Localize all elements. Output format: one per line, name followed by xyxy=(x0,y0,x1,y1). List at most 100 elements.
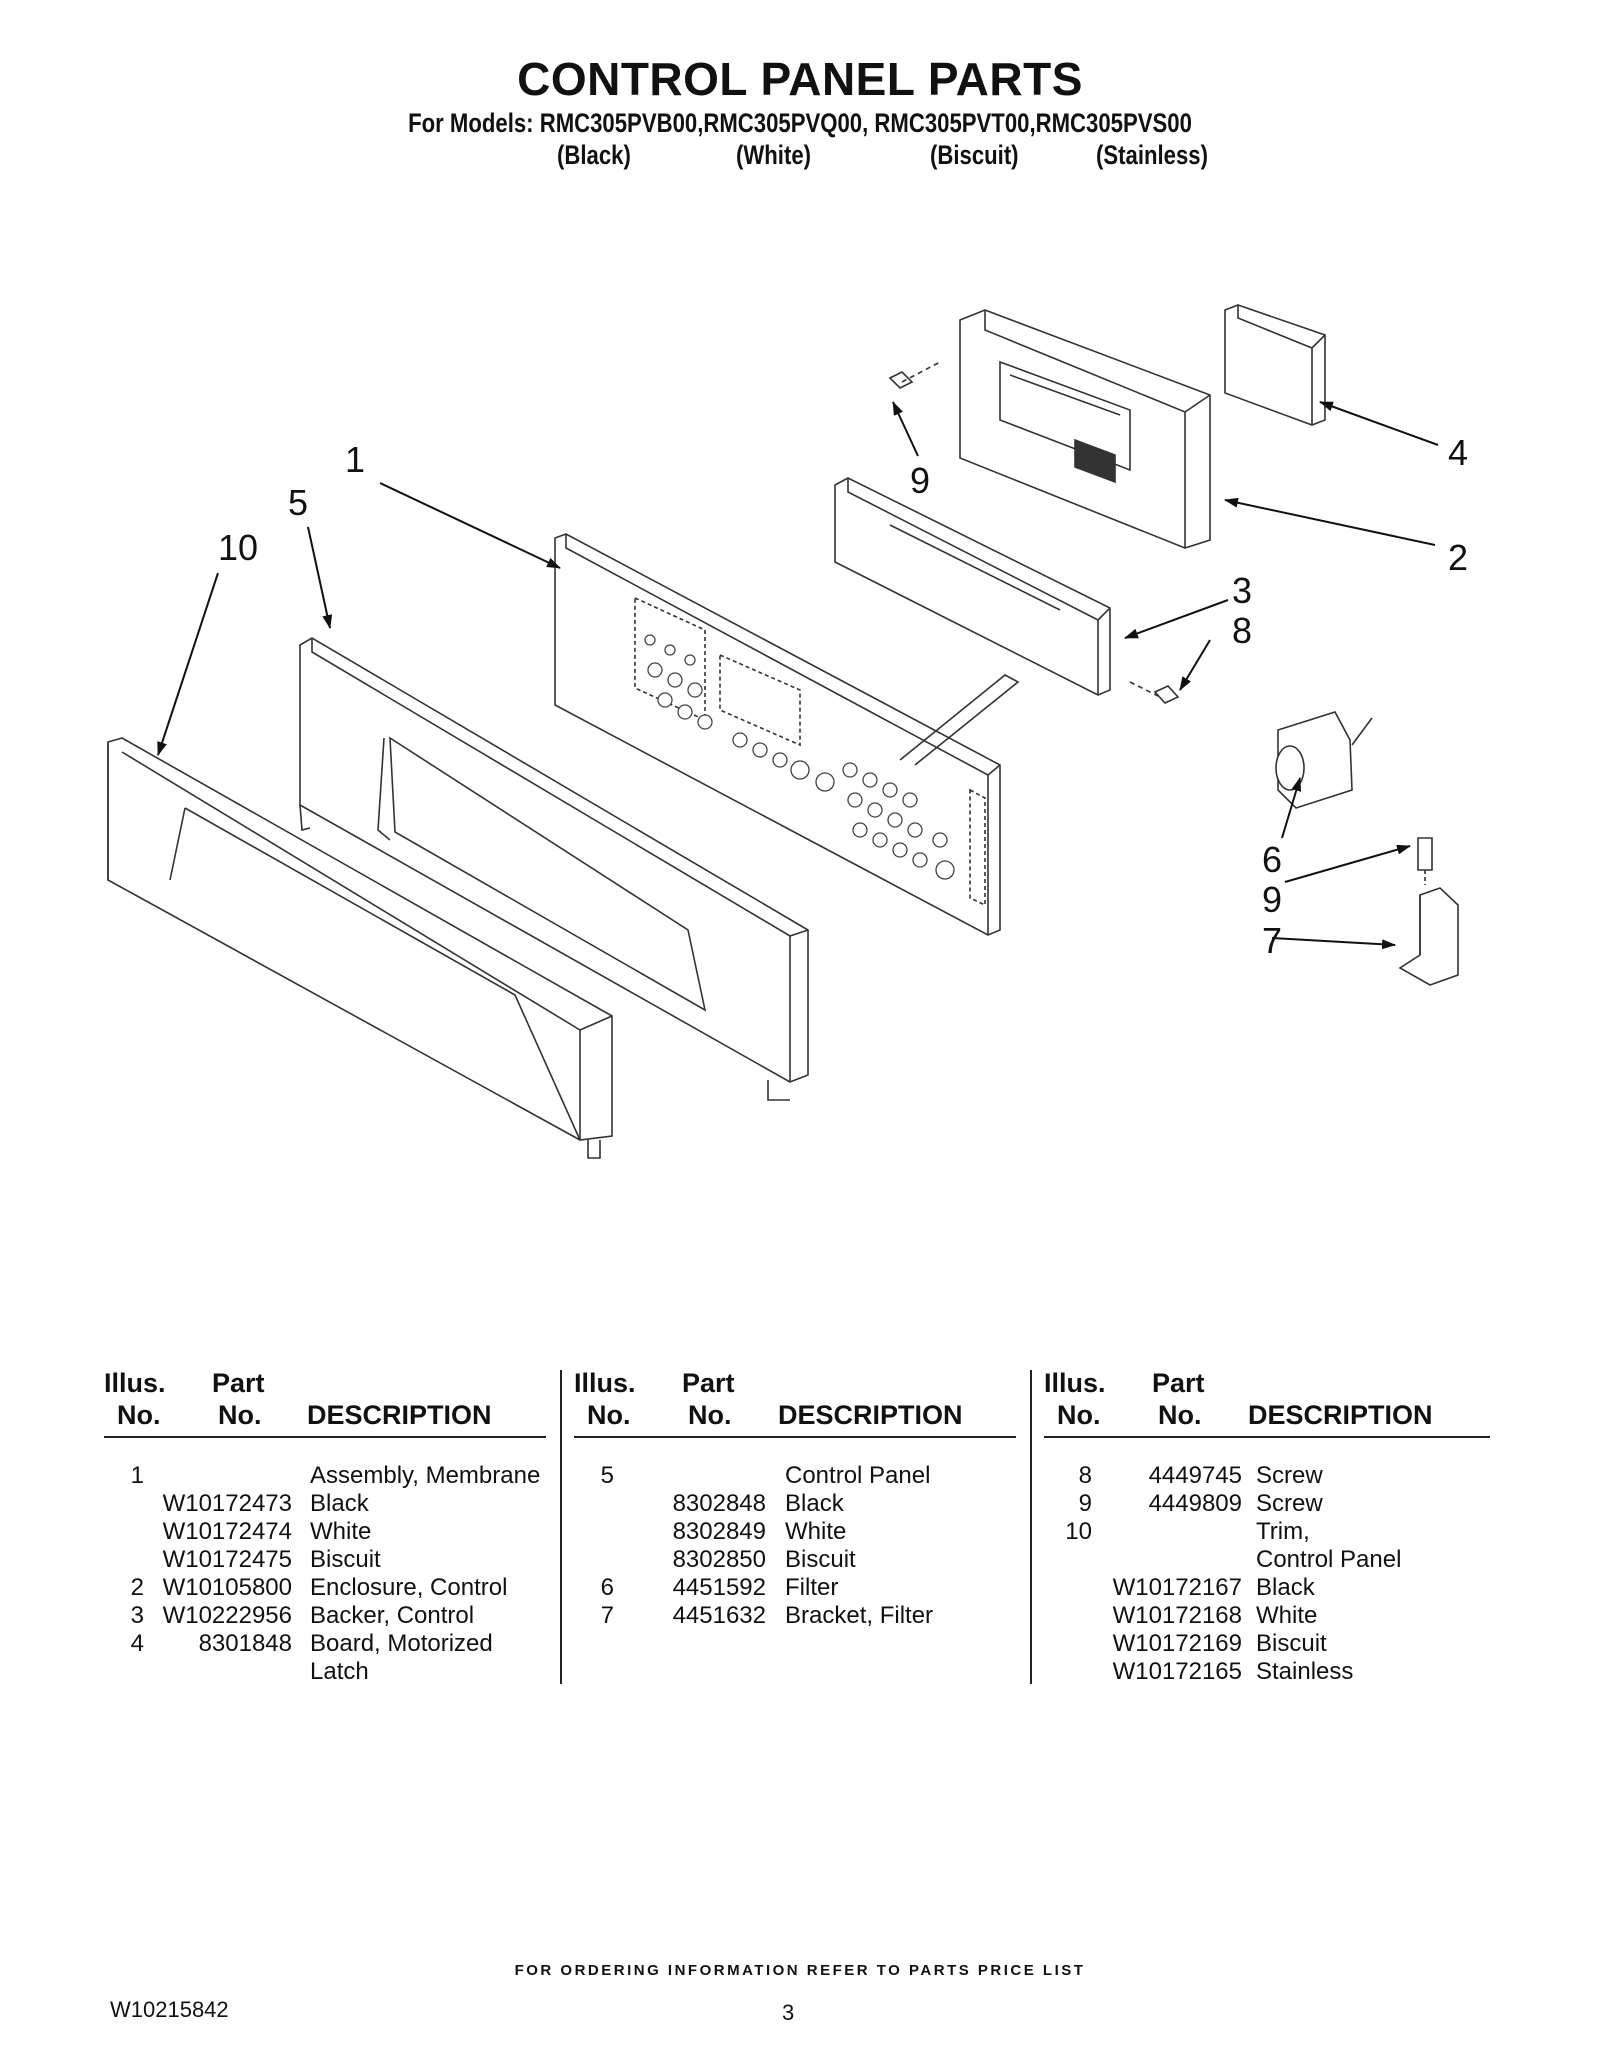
callout-9-right: 9 xyxy=(1262,879,1282,920)
illus-no: 9 xyxy=(1078,1490,1092,1517)
ordering-note: FOR ORDERING INFORMATION REFER TO PARTS … xyxy=(514,1962,1086,1979)
part-description: Screw xyxy=(1256,1462,1323,1489)
callout-6: 6 xyxy=(1262,839,1282,880)
header-illus-no: No. xyxy=(117,1400,161,1430)
part-description: Black xyxy=(1256,1574,1315,1601)
part-description: Filter xyxy=(785,1574,839,1601)
illus-no: 4 xyxy=(130,1630,144,1657)
header-illus-no: No. xyxy=(1057,1400,1101,1430)
callout-7: 7 xyxy=(1262,920,1282,961)
part-description: Latch xyxy=(310,1658,369,1685)
part-number: 8301848 xyxy=(198,1630,292,1657)
document-number: W10215842 xyxy=(110,1997,229,2022)
part-number: 4451632 xyxy=(672,1602,766,1629)
variant-biscuit: (Biscuit) xyxy=(930,140,1019,170)
header-part: Part xyxy=(682,1368,735,1398)
part-number: 4449809 xyxy=(1148,1490,1242,1517)
illus-no: 10 xyxy=(1065,1518,1092,1545)
illus-no: 5 xyxy=(600,1462,614,1489)
header-part: Part xyxy=(1152,1368,1205,1398)
part-description: Control Panel xyxy=(1256,1546,1402,1573)
part-description: Bracket, Filter xyxy=(785,1602,934,1629)
membrane-assembly-part xyxy=(554,533,1020,936)
part-number: W10172169 xyxy=(1112,1630,1242,1657)
control-enclosure-part xyxy=(959,309,1211,549)
callout-3: 3 xyxy=(1232,570,1252,611)
part-description: Biscuit xyxy=(785,1546,856,1573)
header-description: DESCRIPTION xyxy=(778,1400,963,1430)
column-divider xyxy=(1030,1370,1032,1684)
backer-control-part xyxy=(834,477,1111,696)
callout-numbers: 1 5 10 9 4 2 3 8 6 9 7 xyxy=(218,432,1468,961)
part-description: White xyxy=(310,1518,372,1545)
part-description: White xyxy=(1256,1602,1318,1629)
illus-no: 2 xyxy=(130,1574,144,1601)
callout-5: 5 xyxy=(288,482,308,523)
part-number: 4451592 xyxy=(672,1574,766,1601)
part-description: Backer, Control xyxy=(310,1602,475,1629)
part-number: W10172473 xyxy=(162,1490,292,1517)
part-description: Board, Motorized xyxy=(310,1630,493,1657)
part-description: Stainless xyxy=(1256,1658,1354,1685)
callout-10: 10 xyxy=(218,527,258,568)
callout-9-top: 9 xyxy=(910,460,930,501)
part-number: W10222956 xyxy=(162,1602,292,1629)
variant-white: (White) xyxy=(736,140,812,170)
control-panel-part xyxy=(299,637,809,1101)
header-rule xyxy=(104,1436,546,1438)
callout-8: 8 xyxy=(1232,610,1252,651)
leader-arrows xyxy=(157,401,1439,950)
part-description: Control Panel xyxy=(785,1462,931,1489)
part-description: Black xyxy=(310,1490,369,1517)
illus-no: 1 xyxy=(130,1462,144,1489)
exploded-parts-diagram: 1 5 10 9 4 2 3 8 6 9 7 xyxy=(107,304,1468,1159)
part-number: W10172165 xyxy=(1112,1658,1242,1685)
header-part-no: No. xyxy=(218,1400,262,1430)
trim-control-panel-part xyxy=(107,737,613,1159)
part-number: W10172474 xyxy=(162,1518,292,1545)
header-description: DESCRIPTION xyxy=(1248,1400,1433,1430)
part-number: 4449745 xyxy=(1148,1462,1242,1489)
part-number: W10105800 xyxy=(162,1574,292,1601)
header-description: DESCRIPTION xyxy=(307,1400,492,1430)
part-description: White xyxy=(785,1518,847,1545)
page-number: 3 xyxy=(782,2000,795,2025)
header-illus: Illus. xyxy=(574,1368,636,1398)
filter-bracket-part xyxy=(1398,887,1459,986)
header-rule xyxy=(1044,1436,1490,1438)
illus-no: 3 xyxy=(130,1602,144,1629)
header-illus-no: No. xyxy=(587,1400,631,1430)
variant-stainless: (Stainless) xyxy=(1096,140,1208,170)
header-part: Part xyxy=(212,1368,265,1398)
part-description: Screw xyxy=(1256,1490,1323,1517)
part-number: 8302850 xyxy=(672,1546,766,1573)
filter-part xyxy=(1275,711,1373,809)
header-part-no: No. xyxy=(1158,1400,1202,1430)
callout-1: 1 xyxy=(345,439,365,480)
illus-no: 6 xyxy=(600,1574,614,1601)
part-number: 8302848 xyxy=(672,1490,766,1517)
part-number: 8302849 xyxy=(672,1518,766,1545)
column-divider xyxy=(560,1370,562,1684)
header-illus: Illus. xyxy=(1044,1368,1106,1398)
callout-2: 2 xyxy=(1448,537,1468,578)
illus-no: 7 xyxy=(600,1602,614,1629)
part-description: Trim, xyxy=(1256,1518,1310,1545)
part-description: Assembly, Membrane xyxy=(310,1462,541,1489)
part-description: Biscuit xyxy=(1256,1630,1327,1657)
variant-black: (Black) xyxy=(557,140,631,170)
motorized-latch-board-part xyxy=(1224,304,1326,426)
header-rule xyxy=(574,1436,1016,1438)
part-description: Biscuit xyxy=(310,1546,381,1573)
header-illus: Illus. xyxy=(104,1368,166,1398)
part-description: Enclosure, Control xyxy=(310,1574,508,1601)
model-list: For Models: RMC305PVB00,RMC305PVQ00, RMC… xyxy=(408,108,1192,138)
callout-4: 4 xyxy=(1448,432,1468,473)
part-number: W10172168 xyxy=(1112,1602,1242,1629)
header-part-no: No. xyxy=(688,1400,732,1430)
screw-part xyxy=(888,361,1433,885)
part-number: W10172167 xyxy=(1112,1574,1242,1601)
keypad-buttons xyxy=(644,634,955,880)
page-title: CONTROL PANEL PARTS xyxy=(517,53,1083,105)
part-number: W10172475 xyxy=(162,1546,292,1573)
